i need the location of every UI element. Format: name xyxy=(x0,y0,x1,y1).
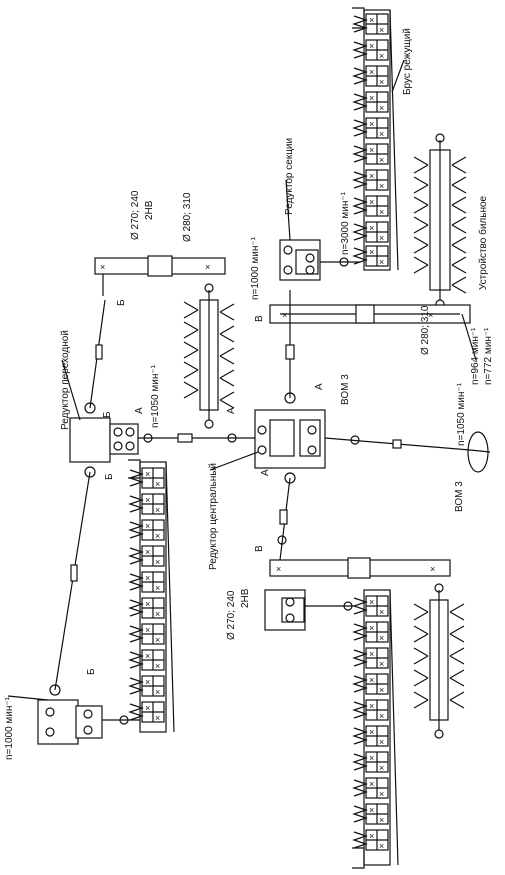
beater-device-top xyxy=(413,133,467,309)
letter-V2: В xyxy=(254,545,265,552)
label-vom3-bottom: ВОМ 3 xyxy=(454,481,465,512)
belt-drive-bottom: ×× xyxy=(269,557,451,579)
svg-text:×: × xyxy=(276,564,281,574)
label-n1050-right: n=1050 мин⁻¹ xyxy=(456,382,467,446)
gearbox-lower-left xyxy=(37,699,140,745)
label-d270-bottom: Ø 270; 240 xyxy=(226,590,237,640)
section-gearbox xyxy=(279,239,360,281)
label-d280-right: Ø 280; 310 xyxy=(420,305,431,355)
label-n1050-mid: n=1050 мин⁻¹ xyxy=(150,364,161,428)
cutter-bar-top xyxy=(352,7,399,271)
label-reduktor-perekhodnoy: Редуктор переходной xyxy=(60,330,71,430)
letter-B3: Б xyxy=(104,473,115,480)
section-gearbox-bottom xyxy=(264,589,355,631)
label-brus-rezhushchiy: Брус режущий xyxy=(402,28,413,95)
belt-drive-top-left: ×× xyxy=(94,255,226,296)
letter-A2: А xyxy=(226,407,237,414)
label-reduktor-tsentralnyy: Редуктор центральный xyxy=(208,463,219,570)
label-reduktor-sektsii: Редуктор секции xyxy=(284,138,295,215)
label-ustroystvo-bilnoe: Устройство бильное xyxy=(477,195,489,290)
label-hb2-bottom: 2HB xyxy=(240,588,251,608)
letter-V1: В xyxy=(254,315,265,322)
label-d270-top: Ø 270; 240 xyxy=(130,190,141,240)
cutter-bar-bottom-right xyxy=(352,589,399,869)
leader-lines xyxy=(7,59,477,701)
label-n1000-sec: n=1000 мин⁻¹ xyxy=(250,236,261,300)
svg-text:×: × xyxy=(430,564,435,574)
label-n3000: n=3000 мин⁻¹ xyxy=(340,191,351,255)
label-n1000-left: n=1000 мин⁻¹ xyxy=(4,696,15,760)
svg-text:×: × xyxy=(205,262,210,272)
belt-drive-right: ×× xyxy=(269,304,471,324)
svg-text:×: × xyxy=(282,310,287,320)
label-d280-top: Ø 280; 310 xyxy=(182,192,193,242)
beater-device-bottom xyxy=(413,583,465,739)
transition-gearbox xyxy=(69,402,139,478)
letter-B1: Б xyxy=(116,299,127,306)
letter-A4: А xyxy=(260,469,271,476)
letter-B2: Б xyxy=(102,411,113,418)
svg-text:×: × xyxy=(100,262,105,272)
label-hb2-top: 2HB xyxy=(144,200,155,220)
svg-text:×: × xyxy=(428,310,433,320)
label-n964: n=964 мин⁻¹ xyxy=(470,327,481,385)
letter-A1: А xyxy=(134,407,145,414)
cutter-bar-left xyxy=(128,459,175,733)
labels: Брус режущий Редуктор секции n=3000 мин⁻… xyxy=(4,28,494,760)
letter-A3: А xyxy=(314,383,325,390)
beater-device-center xyxy=(183,283,235,429)
central-gearbox xyxy=(254,392,326,484)
label-n772: n=772 мин⁻¹ xyxy=(483,327,494,385)
label-vom3-top: ВОМ 3 xyxy=(340,374,351,405)
letter-B4: Б xyxy=(86,668,97,675)
